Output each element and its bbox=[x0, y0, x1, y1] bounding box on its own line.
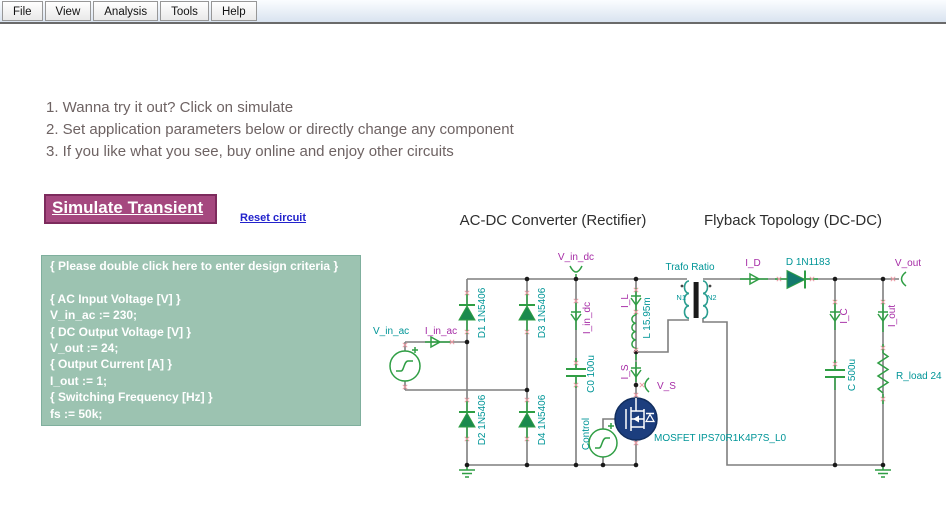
capacitor-cout[interactable] bbox=[825, 369, 845, 378]
n1-label: N1 bbox=[676, 293, 686, 302]
vout-label: V_out bbox=[895, 258, 921, 269]
vs-probe[interactable] bbox=[644, 377, 650, 393]
criteria-line: V_in_ac := 230; bbox=[50, 308, 138, 323]
n2-label: N2 bbox=[707, 293, 717, 302]
ic-label: I_C bbox=[839, 308, 850, 324]
iindc-probe[interactable] bbox=[570, 311, 582, 323]
menu-help[interactable]: Help bbox=[210, 1, 257, 21]
section-title-rectifier: AC-DC Converter (Rectifier) bbox=[459, 212, 647, 229]
id-probe[interactable] bbox=[749, 272, 761, 286]
iinac-probe[interactable] bbox=[425, 335, 450, 349]
d4-label: D4 1N5406 bbox=[537, 394, 548, 445]
vs-label: V_S bbox=[657, 381, 676, 392]
d2-label: D2 1N5406 bbox=[477, 394, 488, 445]
criteria-line: { AC Input Voltage [V] } bbox=[50, 291, 181, 306]
diode-d4[interactable] bbox=[518, 411, 536, 428]
simulate-transient-button[interactable]: Simulate Transient bbox=[44, 194, 218, 224]
mosfet-label: MOSFET IPS70R1K4P7S_L0 bbox=[654, 433, 787, 444]
is-probe[interactable] bbox=[630, 367, 642, 379]
vout-probe[interactable] bbox=[900, 271, 907, 287]
il-label: I_L bbox=[620, 294, 631, 308]
control-label: Control bbox=[581, 418, 592, 450]
iinac-label: I_in_ac bbox=[425, 326, 457, 337]
vindc-label: V_in_dc bbox=[558, 252, 594, 263]
vindc-probe[interactable] bbox=[569, 265, 583, 273]
diode-output[interactable] bbox=[786, 269, 807, 290]
ic-probe[interactable] bbox=[829, 311, 841, 323]
criteria-line: { DC Output Voltage [V] } bbox=[50, 324, 192, 339]
junction-dots bbox=[464, 276, 886, 468]
rload-label: R_load 24 bbox=[896, 371, 942, 382]
instruction-line-1: 1. Wanna try it out? Click on simulate bbox=[46, 99, 294, 116]
criteria-line: fs := 50k; bbox=[50, 406, 103, 421]
criteria-line: { Please double click here to enter desi… bbox=[50, 259, 339, 273]
menu-view[interactable]: View bbox=[44, 1, 92, 21]
iout-label: I_out bbox=[887, 305, 898, 327]
vinac-source[interactable] bbox=[389, 347, 421, 382]
design-criteria-box[interactable]: { Please double click here to enter desi… bbox=[41, 255, 361, 426]
reset-circuit-link[interactable]: Reset circuit bbox=[240, 212, 307, 224]
menu-file[interactable]: File bbox=[2, 1, 43, 21]
c0-label: C0 100u bbox=[586, 355, 597, 393]
trafo-label: Trafo Ratio bbox=[665, 262, 715, 273]
criteria-line: I_out := 1; bbox=[50, 373, 108, 388]
d1-label: D1 1N5406 bbox=[477, 287, 488, 338]
resistor-rload[interactable] bbox=[876, 352, 890, 394]
diode-d3[interactable] bbox=[518, 304, 536, 321]
instruction-line-2: 2. Set application parameters below or d… bbox=[46, 121, 514, 138]
transformer[interactable] bbox=[680, 280, 712, 319]
instructions: 1. Wanna try it out? Click on simulate 2… bbox=[46, 97, 514, 163]
d3-label: D3 1N5406 bbox=[537, 287, 548, 338]
ground-symbol-secondary[interactable] bbox=[875, 465, 891, 478]
capacitor-c0[interactable] bbox=[566, 368, 586, 377]
il-probe[interactable] bbox=[630, 295, 642, 307]
iout-probe[interactable] bbox=[877, 311, 889, 323]
instruction-line-3: 3. If you like what you see, buy online … bbox=[46, 143, 454, 160]
control-source[interactable] bbox=[588, 423, 618, 458]
dout-label: D 1N1183 bbox=[786, 257, 831, 268]
criteria-line: V_out := 24; bbox=[50, 340, 119, 355]
menu-analysis[interactable]: Analysis bbox=[93, 1, 159, 21]
cout-label: C 500u bbox=[847, 359, 858, 391]
inductor-l[interactable] bbox=[631, 314, 637, 349]
ground-symbol-primary[interactable] bbox=[459, 465, 475, 478]
is-label: I_S bbox=[620, 364, 631, 379]
l-label: L 15.95m bbox=[642, 297, 653, 338]
diode-d2[interactable] bbox=[458, 411, 476, 428]
iindc-label: I_in_dc bbox=[582, 302, 593, 334]
menu-bar: File View Analysis Tools Help bbox=[0, 0, 946, 24]
vinac-label: V_in_ac bbox=[373, 326, 409, 337]
criteria-line: { Switching Frequency [Hz] } bbox=[50, 390, 213, 405]
mosfet[interactable] bbox=[614, 397, 658, 441]
menu-tools[interactable]: Tools bbox=[160, 1, 209, 21]
criteria-line bbox=[50, 275, 352, 291]
section-title-flyback: Flyback Topology (DC-DC) bbox=[703, 212, 883, 229]
circuit-schematic: V_in_ac I_in_ac D1 1N5406 D2 1N5406 D3 1… bbox=[373, 252, 942, 478]
criteria-line: { Output Current [A] } bbox=[50, 357, 172, 372]
id-label: I_D bbox=[745, 258, 761, 269]
diode-d1[interactable] bbox=[458, 304, 476, 321]
